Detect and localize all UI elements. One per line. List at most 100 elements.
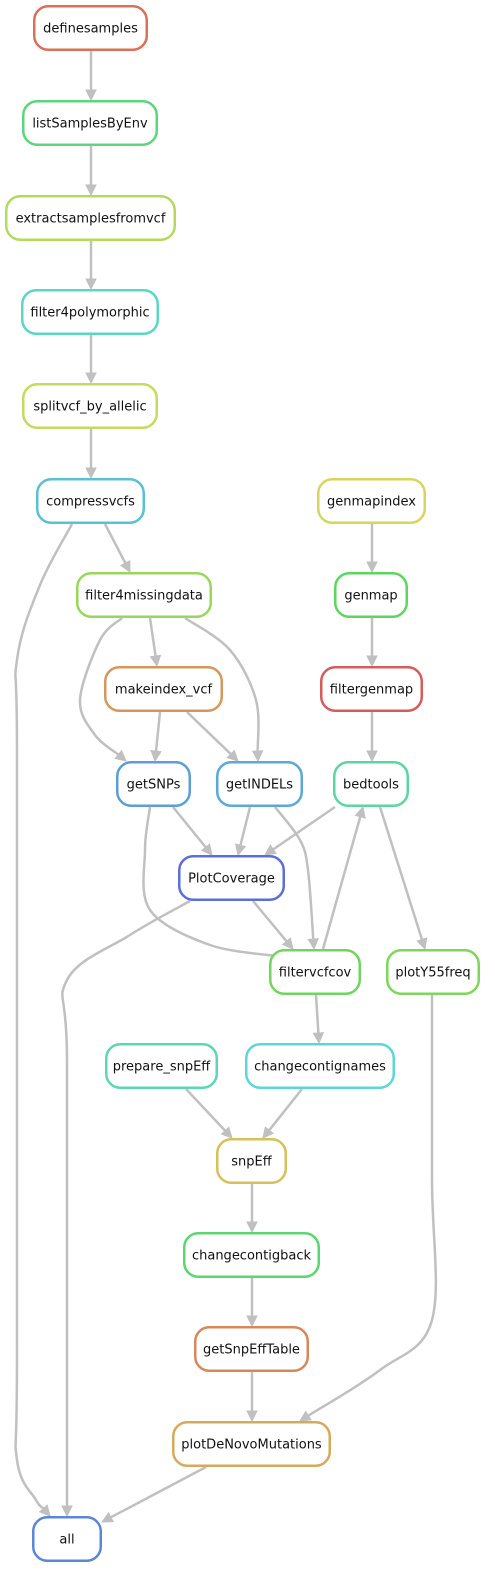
node-label-PlotCoverage: PlotCoverage [188, 872, 275, 887]
node-box-PlotCoverage [178, 855, 285, 901]
arrowhead-listSamplesByEnv-to-extractsamplesfromvcf [85, 184, 97, 197]
node-genmap: genmap [334, 572, 408, 618]
node-listSamplesByEnv: listSamplesByEnv [22, 100, 158, 146]
node-box-listSamplesByEnv [22, 100, 158, 146]
node-label-filter4polymorphic: filter4polymorphic [30, 306, 149, 321]
arrowhead-plotDeNovoMutations-to-all [101, 1511, 115, 1523]
edge-filter4missingdata-to-makeindex_vcf [148, 617, 157, 657]
edge-getINDELs-to-PlotCoverage [239, 806, 252, 846]
arrowhead-PlotCoverage-to-all [61, 1505, 73, 1518]
arrowhead-filter4missingdata-to-getSNPs [114, 749, 127, 762]
arrowhead-getINDELs-to-filtervcfcov [307, 938, 319, 951]
arrowhead-compressvcfs-to-filter4missingdata [119, 559, 131, 573]
edge-filtervcfcov-to-changecontignames [314, 994, 320, 1034]
node-box-getSnpEffTable [194, 1326, 309, 1372]
node-getINDELs: getINDELs [216, 761, 303, 807]
node-label-plotDeNovoMutations: plotDeNovoMutations [181, 1438, 322, 1453]
node-box-genmap [334, 572, 408, 618]
node-label-definesamples: definesamples [43, 22, 138, 37]
node-bedtools: bedtools [333, 761, 409, 807]
node-definesamples: definesamples [33, 5, 148, 51]
node-label-splitvcf_by_allelic: splitvcf_by_allelic [33, 400, 146, 415]
arrowhead-filtergenmap-to-bedtools [366, 750, 378, 763]
node-label-getSNPs: getSNPs [127, 778, 181, 793]
node-box-prepare_snpEff [105, 1043, 218, 1089]
node-box-changecontigback [183, 1232, 320, 1278]
node-box-filtergenmap [320, 666, 423, 712]
node-getSNPs: getSNPs [116, 761, 191, 807]
edge-plotY55freq-to-plotDeNovoMutations [307, 994, 438, 1417]
arrowhead-filter4missingdata-to-makeindex_vcf [149, 654, 162, 668]
node-box-splitvcf_by_allelic [22, 383, 158, 429]
edge-compressvcfs-to-filter4missingdata [103, 523, 127, 564]
edge-makeindex_vcf-to-getINDELs [186, 711, 232, 755]
node-box-plotY55freq [386, 949, 480, 995]
arrowhead-filtervcfcov-to-changecontignames [312, 1032, 325, 1045]
arrowhead-genmap-to-filtergenmap [366, 655, 378, 668]
node-box-extractsamplesfromvcf [5, 195, 176, 241]
node-prepare_snpEff: prepare_snpEff [105, 1043, 218, 1089]
edge-filter4missingdata-to-getINDELs [184, 616, 260, 752]
node-compressvcfs: compressvcfs [36, 478, 145, 524]
node-plotY55freq: plotY55freq [386, 949, 480, 995]
arrowhead-makeindex_vcf-to-getINDELs [226, 749, 239, 762]
arrowhead-changecontignames-to-snpEff [262, 1126, 275, 1139]
node-label-changecontigback: changecontigback [192, 1249, 312, 1264]
arrowhead-splitvcf_by_allelic-to-compressvcfs [85, 467, 97, 480]
edge-filtervcfcov-to-bedtools [321, 816, 362, 950]
node-changecontigback: changecontigback [183, 1232, 320, 1278]
node-label-bedtools: bedtools [343, 778, 399, 793]
arrowhead-filter4polymorphic-to-splitvcf_by_allelic [85, 372, 97, 385]
node-plotDeNovoMutations: plotDeNovoMutations [172, 1421, 331, 1467]
node-box-compressvcfs [36, 478, 145, 524]
node-box-changecontignames [245, 1043, 395, 1089]
node-label-filtergenmap: filtergenmap [330, 683, 413, 698]
node-all: all [32, 1516, 102, 1562]
arrowhead-filter4missingdata-to-getINDELs [251, 750, 264, 763]
edge-plotDeNovoMutations-to-all [110, 1465, 207, 1519]
node-genmapindex: genmapindex [317, 478, 426, 524]
node-filter4polymorphic: filter4polymorphic [21, 289, 159, 335]
node-getSnpEffTable: getSnpEffTable [194, 1326, 309, 1372]
edge-getSNPs-to-PlotCoverage [172, 806, 207, 849]
arrowhead-getSnpEffTable-to-plotDeNovoMutations [246, 1410, 258, 1423]
node-box-snpEff [216, 1138, 287, 1184]
arrowhead-genmapindex-to-genmap [366, 561, 378, 574]
node-box-definesamples [33, 5, 148, 51]
node-label-prepare_snpEff: prepare_snpEff [113, 1060, 212, 1075]
edge-PlotCoverage-to-filtervcfcov [252, 900, 288, 943]
node-box-all [32, 1516, 102, 1562]
node-box-getSNPs [116, 761, 191, 807]
arrowhead-changecontigback-to-getSnpEffTable [246, 1315, 258, 1328]
node-changecontignames: changecontignames [245, 1043, 395, 1089]
node-label-genmap: genmap [344, 589, 397, 604]
node-label-makeindex_vcf: makeindex_vcf [115, 683, 213, 698]
edge-bedtools-to-plotY55freq [378, 806, 424, 940]
arrowhead-extractsamplesfromvcf-to-filter4polymorphic [85, 278, 97, 291]
edge-prepare_snpEff-to-snpEff [185, 1088, 227, 1132]
node-label-snpEff: snpEff [231, 1155, 272, 1170]
node-label-filtervcfcov: filtervcfcov [279, 966, 352, 981]
node-label-getSnpEffTable: getSnpEffTable [203, 1343, 300, 1358]
edge-layer [14, 51, 438, 1523]
edge-getINDELs-to-filtervcfcov [274, 806, 315, 940]
node-box-getINDELs [216, 761, 303, 807]
edge-compressvcfs-to-all [14, 523, 74, 1510]
node-label-plotY55freq: plotY55freq [395, 966, 470, 981]
edge-bedtools-to-PlotCoverage [272, 805, 336, 851]
arrowhead-bedtools-to-PlotCoverage [264, 844, 277, 856]
arrowhead-filtervcfcov-to-bedtools [354, 805, 366, 819]
edge-filter4missingdata-to-getSNPs [78, 617, 123, 756]
node-box-plotDeNovoMutations [172, 1421, 331, 1467]
node-filter4missingdata: filter4missingdata [76, 572, 212, 618]
arrowhead-getINDELs-to-PlotCoverage [234, 843, 247, 857]
node-box-filter4missingdata [76, 572, 212, 618]
arrowhead-prepare_snpEff-to-snpEff [220, 1126, 233, 1139]
arrowhead-makeindex_vcf-to-getSNPs [150, 749, 162, 763]
node-PlotCoverage: PlotCoverage [178, 855, 285, 901]
arrowhead-snpEff-to-changecontigback [246, 1221, 258, 1234]
node-filtergenmap: filtergenmap [320, 666, 423, 712]
node-label-listSamplesByEnv: listSamplesByEnv [32, 117, 148, 132]
node-makeindex_vcf: makeindex_vcf [104, 666, 223, 712]
